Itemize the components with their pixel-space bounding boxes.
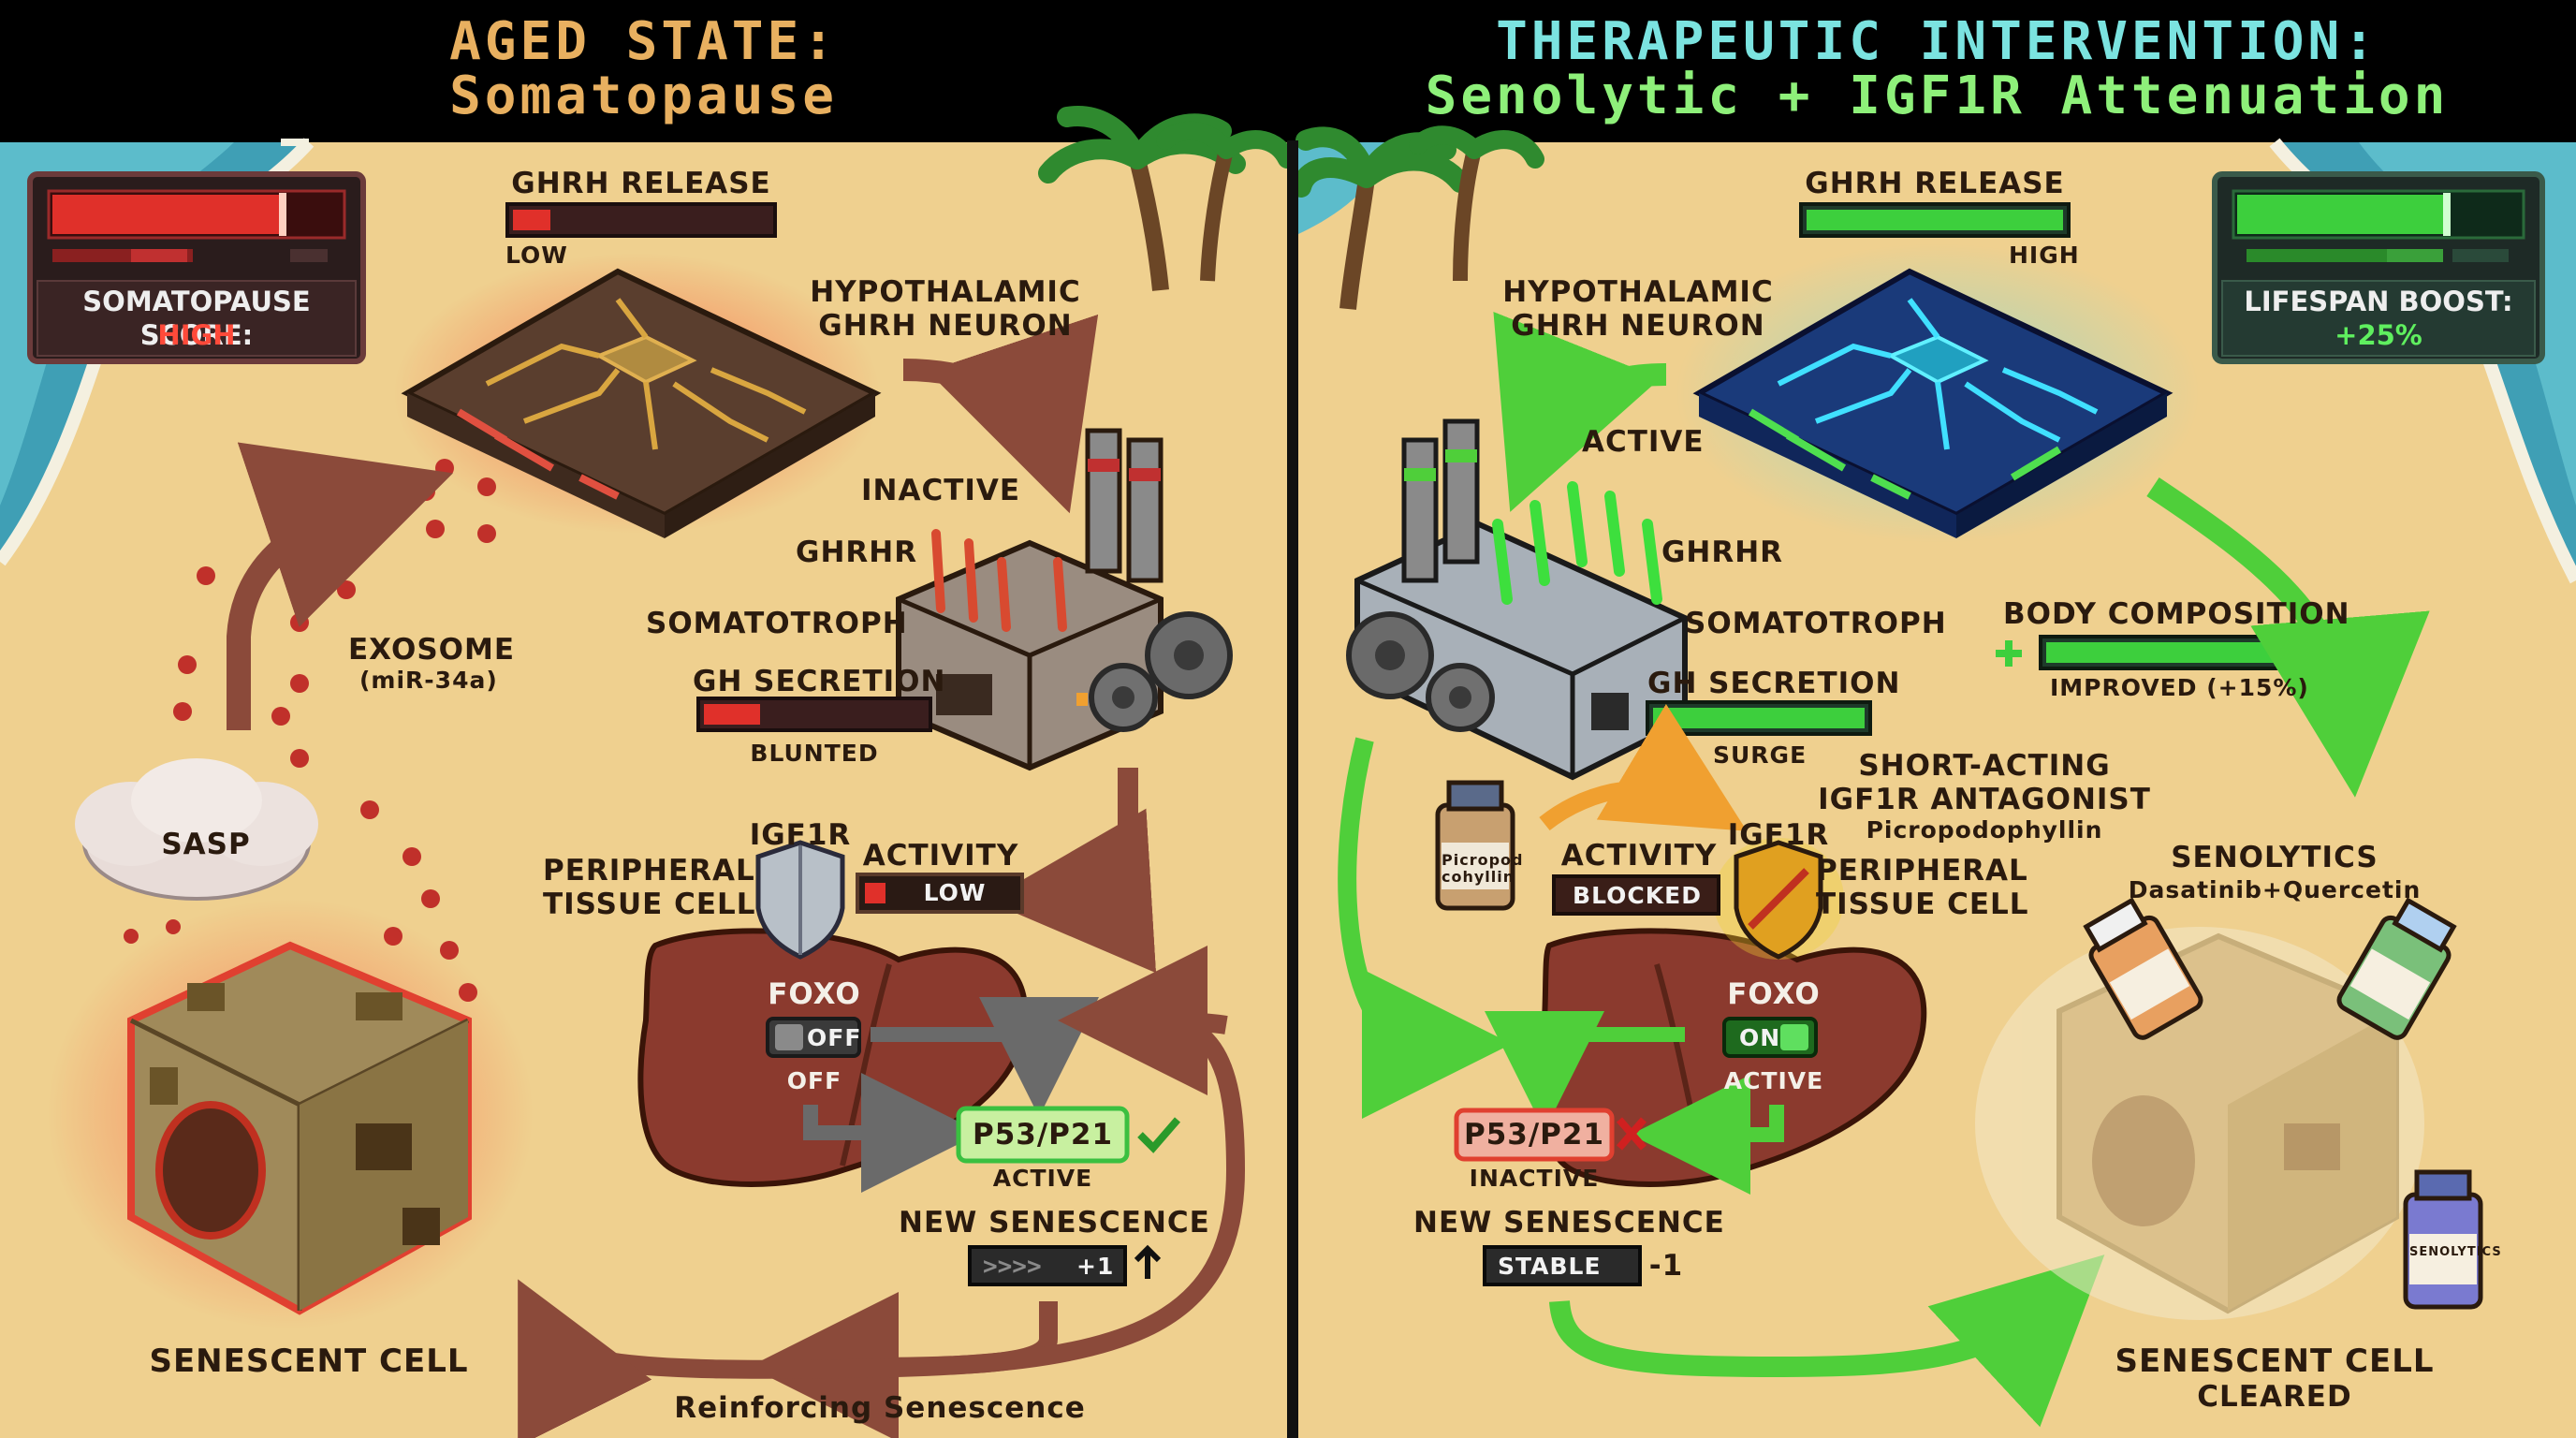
p53-label-right: P53/P21 [1463,1118,1605,1152]
body-composition-label: BODY COMPOSITION [2003,597,2350,631]
igf1r-label-right: IGF1R [1727,818,1830,852]
aged-title: AGED STATE: [449,11,838,72]
vial-label: Picropod cohyllin [1442,851,1524,886]
somatopause-score-label: SOMATOPAUSE SCORE: [82,286,311,351]
senolytics-drug: Dasatinib+Quercetin [2128,876,2422,903]
body-composition-bar [1996,635,2288,670]
hypothalamic-neuron-chip-inactive [393,253,882,538]
somatopause-score-panel [27,171,366,364]
inactive-label: INACTIVE [861,474,1021,507]
aged-subtitle: Somatopause [449,66,838,126]
peripheral-tissue-label: PERIPHERAL TISSUE CELL [543,854,756,921]
svg-text:>>>>: >>>> [983,1253,1042,1281]
senolytic-bottle-icon [2083,897,2483,1310]
somatotroph-factory-inactive [896,428,1233,771]
therapy-subtitle: Senolytic + IGF1R Attenuation [1425,66,2450,126]
antagonist-arrow [1539,703,1748,831]
new-senescence-label: NEW SENESCENCE [899,1206,1210,1240]
activity-blocked-bar [1552,874,1720,916]
ghrhr-label: GHRHR [796,536,918,569]
ghrhr-label-right: GHRHR [1661,536,1784,569]
palm-tree-icon [1038,106,1296,291]
exosome-arrow [227,442,453,730]
gh-secretion-level-right: SURGE [1713,741,1808,769]
ghrh-release-bar-high [1799,202,2071,238]
lifespan-boost-label: LIFESPAN BOOST: [2244,286,2513,317]
p53-state-right: INACTIVE [1469,1165,1600,1192]
gh-to-liver-arrow [1338,737,1512,1119]
body-composition-arrow [2146,477,2430,798]
p53-p21-inactive-box [1454,1108,1647,1162]
new-senescence-value: +1 [1076,1253,1115,1280]
peripheral-tissue-label-right: PERIPHERAL TISSUE CELL [1816,854,2029,921]
gh-secretion-bar-blunted [696,697,932,732]
antagonist-drug: Picropodophyllin [1866,816,2103,844]
ghrh-release-label: GHRH RELEASE [511,167,771,200]
stable-arrow [1549,1255,2105,1428]
foxo-label-right: FOXO [1727,977,1821,1011]
gh-secretion-label-right: GH SECRETION [1647,667,1901,700]
hypothalamic-neuron-chip-active [1676,243,2200,543]
new-senescence-stable-bar [1483,1245,1642,1286]
ghrh-release-bar-low [505,202,777,238]
hypothalamic-neuron-label: HYPOTHALAMIC GHRH NEURON [810,275,1081,343]
foxo-state-right: ACTIVE [1723,1067,1824,1094]
senolytics-label: SENOLYTICS [2171,841,2378,874]
foxo-toggle-text: OFF [807,1024,862,1051]
activity-value-right: BLOCKED [1573,882,1702,909]
ghrh-release-level: LOW [505,242,568,269]
reinforcing-loop-label: Reinforcing Senescence [674,1391,1086,1425]
gh-secretion-level: BLUNTED [750,740,879,767]
neuron-to-somatotroph-arrow-green [1493,311,1667,512]
active-label: ACTIVE [1582,425,1705,459]
antagonist-label: SHORT-ACTING IGF1R ANTAGONIST [1818,749,2151,816]
p53-label: P53/P21 [972,1118,1114,1152]
hypothalamic-neuron-label-right: HYPOTHALAMIC GHRH NEURON [1502,275,1774,343]
p53-state: ACTIVE [992,1165,1093,1192]
foxo-label: FOXO [768,977,861,1011]
activity-value: LOW [923,879,987,906]
somatopause-score-value: HIGH [157,319,236,351]
gh-secretion-label: GH SECRETION [693,665,946,698]
igf1r-shield-blocked-icon [1713,838,1844,960]
lifespan-boost-value: +25% [2334,319,2422,351]
foxo-toggle-text-right: ON [1739,1024,1781,1051]
lifespan-boost-panel [2212,171,2545,364]
somatotroph-label: SOMATOTROPH [646,607,908,640]
neuron-to-somatotroph-arrow [902,314,1099,514]
ghrh-release-level-right: HIGH [2009,242,2080,269]
picropodophyllin-vial-icon [1435,780,1515,911]
sasp-label: SASP [161,828,251,861]
therapy-title: THERAPEUTIC INTERVENTION: [1496,11,2378,72]
ghrh-release-label-right: GHRH RELEASE [1805,167,2065,200]
senolytics-bottle-label: SENOLYTICS [2409,1245,2502,1259]
igf1r-shield-icon [755,840,845,960]
new-senescence-stable-text: STABLE [1498,1253,1602,1280]
activity-label-right: ACTIVITY [1560,839,1718,873]
senescent-cell-cube [47,899,534,1329]
p53-p21-active-box [956,1106,1181,1164]
foxo-state: OFF [786,1067,842,1094]
palm-tree-icon [1291,125,1544,310]
somatotroph-to-liver-arrow [987,768,1157,974]
body-composition-value: IMPROVED (+15%) [2050,674,2309,701]
senescent-cell-label: SENESCENT CELL [149,1343,469,1380]
panel-divider [1287,140,1298,1438]
igf1r-label: IGF1R [749,818,852,852]
exosome-label: EXOSOME [348,633,516,667]
senescent-cell-cleared-label: CLEARED [2197,1380,2352,1414]
new-senescence-label-right: NEW SENESCENCE [1413,1206,1725,1240]
sasp-cloud [75,758,318,901]
activity-label: ACTIVITY [862,839,1019,873]
new-senescence-delta: -1 [1648,1249,1684,1283]
exosome-sublabel: (miR-34a) [359,667,498,694]
new-senescence-bar [968,1245,1127,1286]
gh-secretion-bar-surge [1646,700,1872,736]
senescent-cell-label-right: SENESCENT CELL [2115,1343,2435,1380]
somatotroph-label-right: SOMATOTROPH [1685,607,1947,640]
